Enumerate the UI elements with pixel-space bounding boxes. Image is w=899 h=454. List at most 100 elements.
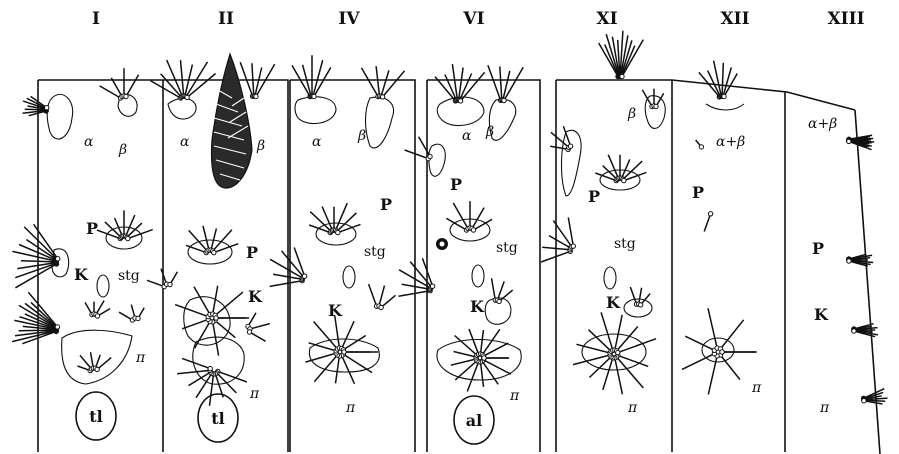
bristle — [419, 137, 430, 157]
label-alpha-4: α — [312, 134, 322, 150]
label-alphabeta-12: α+β — [716, 134, 745, 150]
bristle-socket — [336, 230, 340, 234]
label-pi-11: π — [627, 400, 638, 416]
bristle — [97, 230, 120, 239]
label-beta-6: β — [485, 124, 494, 140]
bristle — [549, 236, 571, 248]
bristle-socket — [847, 259, 851, 263]
bristle-socket — [45, 106, 49, 110]
bristle-socket — [620, 74, 624, 78]
P-spine-plate-11 — [562, 130, 582, 196]
bristle-socket — [638, 303, 642, 307]
label-beta-4: β — [357, 128, 366, 144]
bristle — [128, 230, 153, 239]
label-pi-12: π — [751, 380, 762, 396]
bristle — [270, 281, 302, 287]
bristle-socket — [852, 329, 856, 333]
label-P-11: P — [588, 187, 600, 206]
label-K-2: K — [248, 287, 263, 306]
bristle — [362, 68, 379, 97]
label-stg-1: stg — [118, 268, 140, 284]
bristle — [215, 321, 235, 338]
bristle — [177, 370, 210, 373]
bristle-socket — [95, 367, 99, 371]
bristle-socket — [342, 350, 346, 354]
bristle-socket — [168, 282, 172, 286]
bristle — [595, 173, 616, 181]
bristle-socket — [699, 145, 703, 149]
bristle — [381, 295, 395, 307]
bristle-socket — [380, 95, 384, 99]
header-seg-6: VI — [462, 9, 484, 29]
bristle — [195, 322, 211, 349]
bristle-socket — [56, 257, 60, 261]
bristle — [126, 215, 135, 236]
bristle — [469, 329, 479, 354]
bristle — [708, 308, 717, 348]
bristle — [336, 356, 340, 383]
label-alphabeta-13: α+β — [808, 116, 837, 132]
label-K-1: K — [74, 265, 89, 284]
bristle — [492, 278, 496, 300]
bristle — [484, 343, 509, 356]
bristle — [187, 74, 216, 98]
bristle — [252, 63, 254, 96]
label-K-4: K — [328, 301, 343, 320]
label-P-2: P — [246, 243, 258, 262]
bristle-socket — [471, 228, 475, 232]
bristle — [482, 361, 498, 384]
bristle-socket — [126, 236, 130, 240]
bristle-socket — [847, 139, 851, 143]
label-gland-1: tl — [89, 407, 102, 426]
label-beta-11: β — [627, 106, 636, 122]
bristle — [126, 75, 139, 97]
bristle-socket — [497, 299, 501, 303]
bristle-socket — [214, 316, 218, 320]
panel-frame-4 — [290, 80, 415, 452]
bristle — [189, 372, 211, 386]
label-K-6: K — [470, 297, 485, 316]
label-pi-13: π — [819, 400, 830, 416]
bristle — [309, 225, 330, 233]
bristle-socket — [247, 330, 251, 334]
bristle — [481, 362, 484, 387]
bristle — [127, 223, 142, 237]
bristle — [12, 251, 56, 261]
bristle — [335, 315, 340, 348]
bristle — [381, 70, 389, 96]
bristle-socket — [622, 178, 626, 182]
alpha-plate-1 — [47, 94, 72, 139]
bristle-socket — [185, 95, 189, 99]
column-headers: I II IV VI XI XII XIII — [92, 9, 865, 29]
bristle — [196, 373, 212, 397]
bristle — [685, 336, 714, 350]
bristle — [182, 319, 208, 328]
bristle — [309, 343, 337, 351]
bristle — [682, 354, 714, 370]
bristle-socket — [502, 98, 506, 102]
bristle — [721, 355, 740, 379]
bristle-socket — [124, 94, 128, 98]
bristle — [147, 280, 164, 286]
bristle — [379, 286, 385, 307]
bristle — [550, 146, 568, 149]
label-alpha-2: α — [180, 134, 190, 150]
bristle — [182, 358, 210, 368]
header-seg-11: XI — [596, 9, 617, 29]
bristle — [630, 287, 636, 304]
label-beta-1: β — [118, 142, 127, 158]
panel-frame-6 — [427, 80, 540, 452]
bristle — [181, 60, 184, 96]
bristle — [376, 66, 379, 96]
bristle-socket — [654, 104, 658, 108]
label-beta-2: β — [256, 138, 265, 154]
bristle-socket — [136, 316, 140, 320]
bristle — [210, 374, 214, 406]
bristle-socket — [312, 94, 316, 98]
header-seg-2: II — [218, 9, 234, 29]
header-seg-1: I — [92, 9, 100, 29]
bristle — [618, 339, 656, 353]
bristle — [215, 292, 243, 315]
bristle — [461, 72, 485, 101]
